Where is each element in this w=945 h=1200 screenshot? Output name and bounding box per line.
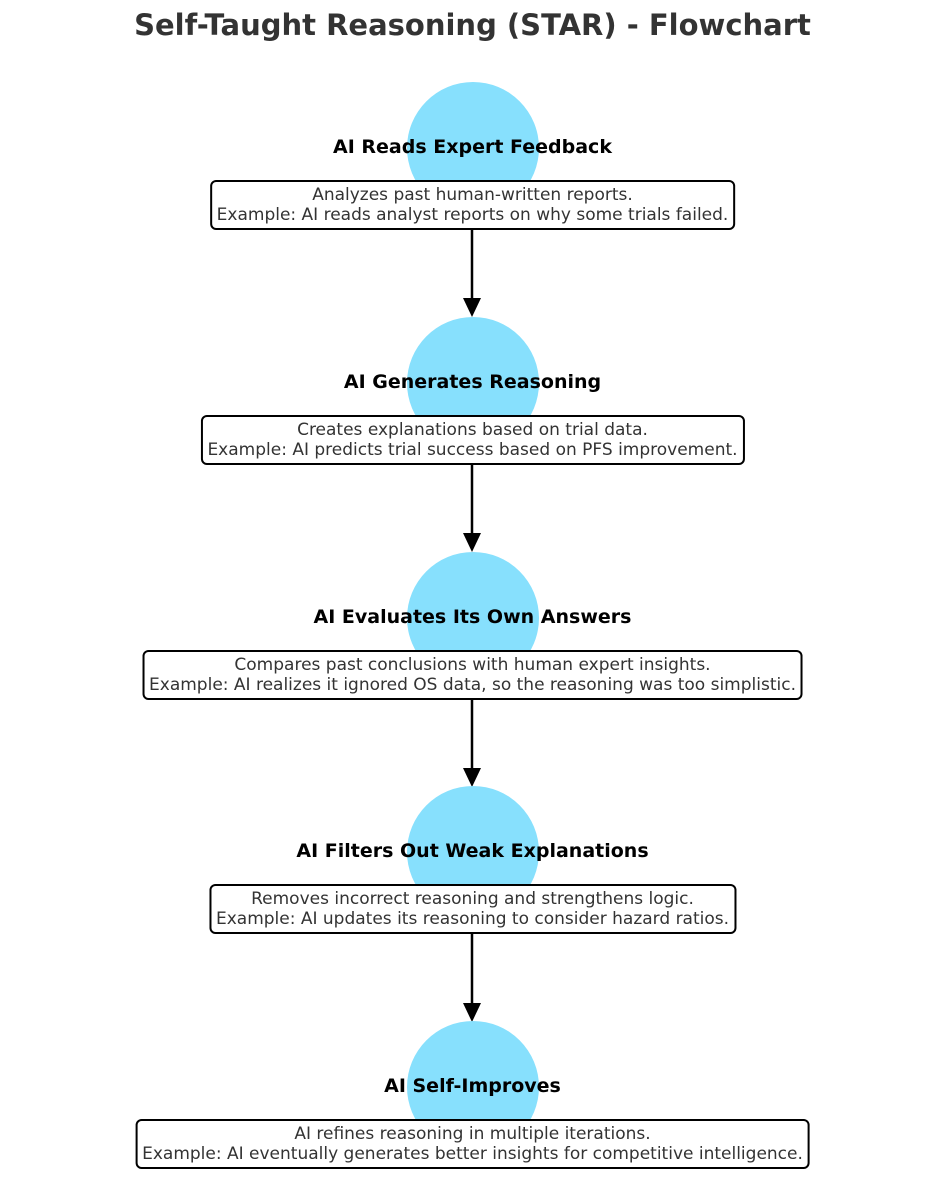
arrow-4-5 [463, 932, 481, 1022]
step-example: Example: AI reads analyst reports on why… [216, 205, 729, 225]
step-description: Analyzes past human-written reports. [312, 185, 633, 205]
step-description-box: AI refines reasoning in multiple iterati… [135, 1119, 810, 1169]
step-description-box: Removes incorrect reasoning and strength… [208, 884, 737, 934]
arrow-1-2 [463, 228, 481, 317]
step-title: AI Self-Improves [384, 1075, 561, 1097]
step-description-box: Compares past conclusions with human exp… [142, 650, 803, 700]
step-title: AI Reads Expert Feedback [333, 136, 612, 158]
step-title: AI Filters Out Weak Explanations [296, 840, 649, 862]
step-description-box: Creates explanations based on trial data… [200, 415, 745, 465]
step-description: AI refines reasoning in multiple iterati… [294, 1124, 651, 1144]
step-example: Example: AI eventually generates better … [142, 1144, 803, 1164]
step-description: Removes incorrect reasoning and strength… [251, 889, 694, 909]
step-title: AI Evaluates Its Own Answers [313, 606, 632, 628]
step-description: Compares past conclusions with human exp… [234, 655, 711, 675]
page-title: Self-Taught Reasoning (STAR) - Flowchart [134, 8, 811, 42]
step-example: Example: AI updates its reasoning to con… [215, 909, 730, 929]
step-title: AI Generates Reasoning [343, 371, 602, 393]
arrow-2-3 [463, 462, 481, 552]
step-example: Example: AI realizes it ignored OS data,… [149, 675, 796, 695]
step-description: Creates explanations based on trial data… [297, 420, 648, 440]
step-example: Example: AI predicts trial success based… [207, 440, 738, 460]
arrow-3-4 [463, 697, 481, 787]
step-description-box: Analyzes past human-written reports. Exa… [209, 180, 736, 230]
